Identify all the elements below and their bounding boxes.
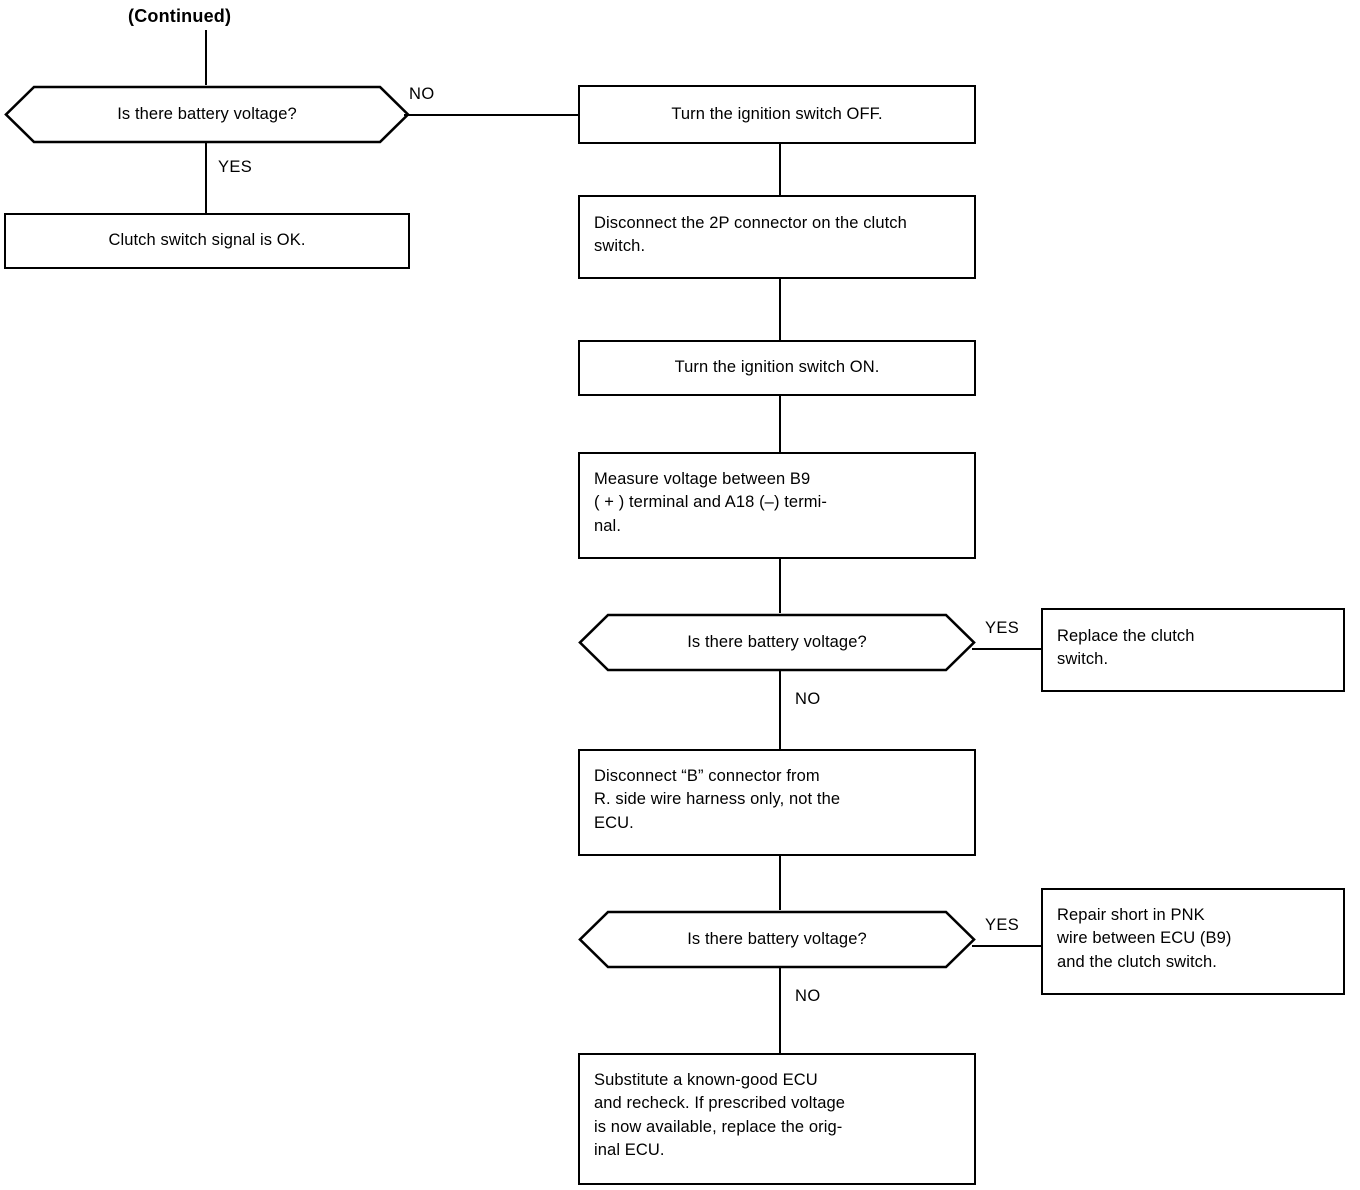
hexagon-outline-1 — [4, 85, 410, 144]
edge-label-yes-2: YES — [985, 619, 1020, 637]
connector-decision1-yes — [205, 142, 207, 215]
edge-label-yes-1: YES — [218, 158, 253, 176]
decision-is-there-battery-voltage-2: Is there battery voltage? — [578, 613, 976, 672]
decision-label: Is there battery voltage? — [117, 104, 297, 123]
connector-decision3-no — [779, 968, 781, 1054]
connector-decision2-no — [779, 671, 781, 750]
node-label: Measure voltage between B9( + ) terminal… — [594, 470, 828, 535]
hexagon-outline-3 — [578, 910, 976, 969]
connector-entry-to-decision1 — [205, 30, 207, 86]
decision-label: Is there battery voltage? — [687, 929, 867, 948]
connector-disconnect2p-to-ignon — [779, 278, 781, 341]
edge-label-yes-3: YES — [985, 916, 1020, 934]
node-turn-ignition-switch-on: Turn the ignition switch ON. — [578, 340, 976, 396]
connector-decision1-no — [404, 114, 580, 116]
decision-label: Is there battery voltage? — [687, 632, 867, 651]
connector-ignon-to-measure — [779, 395, 781, 453]
page-title: (Continued) — [128, 6, 232, 26]
node-label: Disconnect the 2P connector on the clutc… — [594, 214, 907, 256]
node-clutch-switch-signal-ok: Clutch switch signal is OK. — [4, 213, 410, 269]
connector-decision2-yes — [972, 648, 1042, 650]
edge-label-no-3: NO — [795, 987, 821, 1005]
connector-ignoff-to-disconnect2p — [779, 143, 781, 196]
node-label: Turn the ignition switch ON. — [674, 358, 880, 377]
connector-measure-to-decision2 — [779, 558, 781, 614]
connector-disconnectb-to-decision3 — [779, 855, 781, 911]
connector-decision3-yes — [972, 945, 1044, 947]
decision-is-there-battery-voltage-1: Is there battery voltage? — [4, 85, 410, 144]
node-measure-voltage: Measure voltage between B9( + ) terminal… — [578, 452, 976, 559]
edge-label-no-2: NO — [795, 690, 821, 708]
node-label: Turn the ignition switch OFF. — [671, 104, 883, 123]
hexagon-outline-2 — [578, 613, 976, 672]
decision-is-there-battery-voltage-3: Is there battery voltage? — [578, 910, 976, 969]
edge-label-no-1: NO — [409, 85, 435, 103]
node-disconnect-2p-connector: Disconnect the 2P connector on the clutc… — [578, 195, 976, 279]
node-label: Clutch switch signal is OK. — [108, 231, 306, 250]
node-turn-ignition-switch-off: Turn the ignition switch OFF. — [578, 85, 976, 144]
